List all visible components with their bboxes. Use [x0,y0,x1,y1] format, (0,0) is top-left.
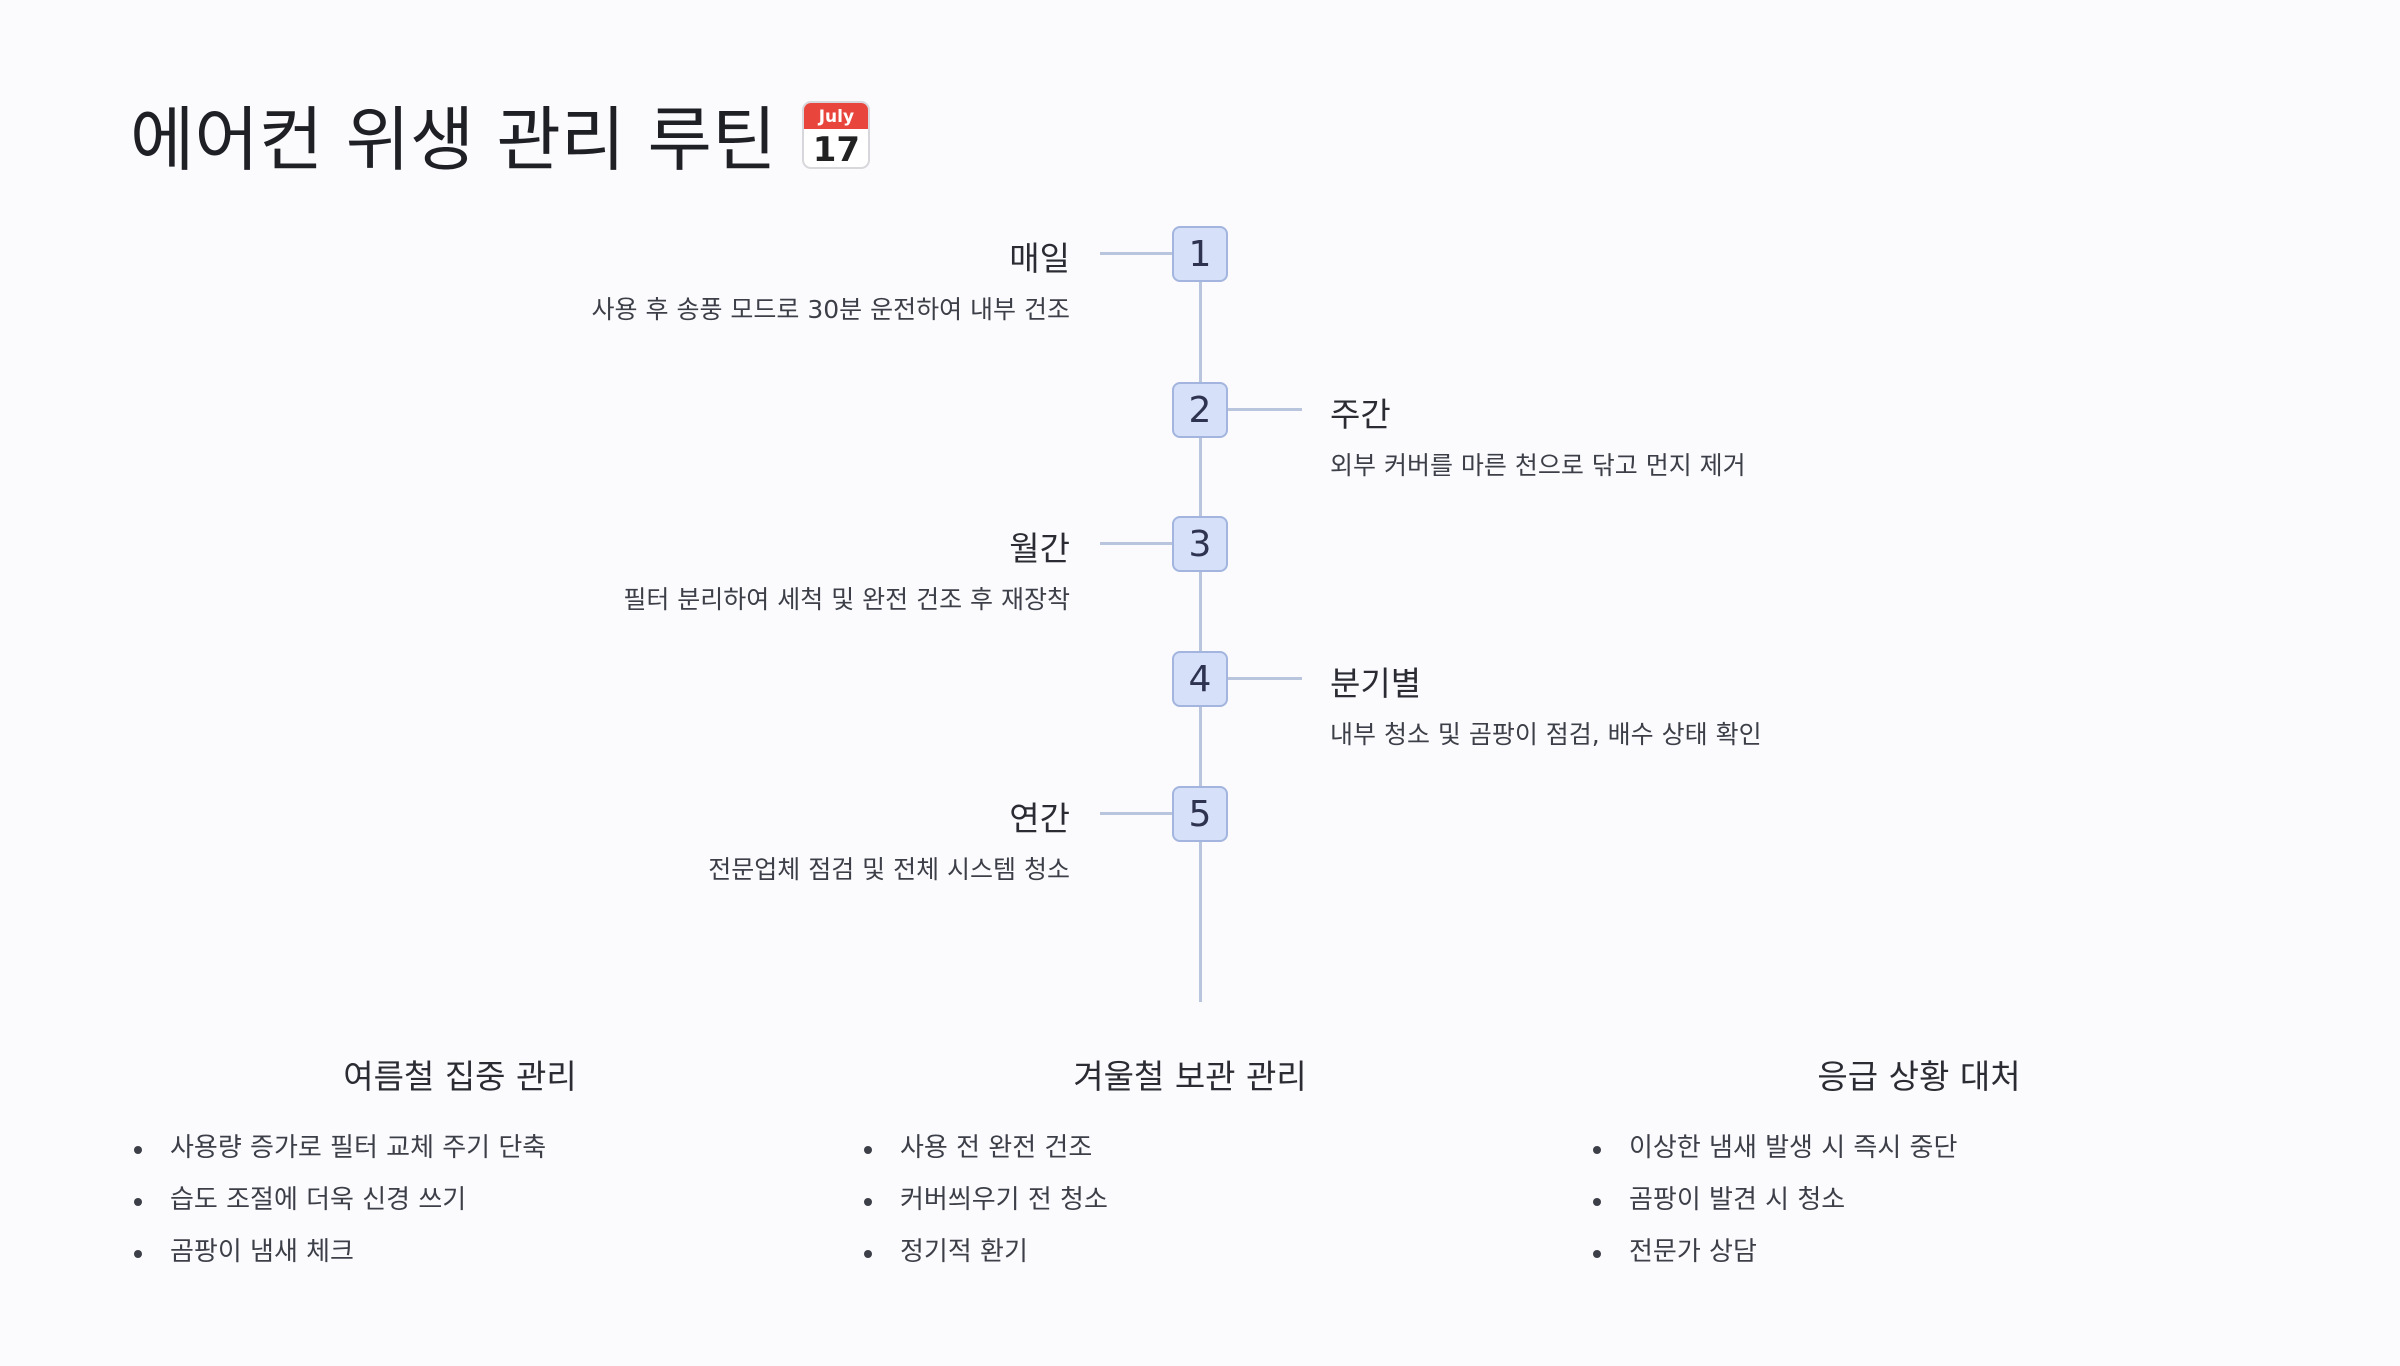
step-description: 필터 분리하여 세척 및 완전 건조 후 재장착 [623,585,1070,614]
step-title: 매일 [1009,239,1070,278]
timeline-node: 2 [1172,382,1228,438]
timeline-connector [1226,677,1302,680]
list-item: 전문가 상담 [1593,1226,2249,1278]
timeline-node: 5 [1172,786,1228,842]
step-title: 분기별 [1330,664,1422,703]
step-title: 주간 [1330,395,1391,434]
section-list: 사용 전 완전 건조 커버씌우기 전 청소 정기적 환기 [860,1122,1520,1278]
section-title: 여름철 집중 관리 [343,1057,577,1096]
timeline-connector [1100,542,1176,545]
step-description: 내부 청소 및 곰팡이 점검, 배수 상태 확인 [1330,720,1762,749]
section-emergency: 응급 상황 대처 이상한 냄새 발생 시 즉시 중단 곰팡이 발견 시 청소 전… [1589,1050,2249,1278]
list-item: 사용 전 완전 건조 [864,1122,1520,1174]
timeline-line [1199,254,1202,1002]
list-item: 커버씌우기 전 청소 [864,1174,1520,1226]
timeline-node: 3 [1172,516,1228,572]
section-summer: 여름철 집중 관리 사용량 증가로 필터 교체 주기 단축 습도 조절에 더욱 … [130,1050,790,1278]
page-title-text: 에어컨 위생 관리 루틴 [130,99,777,181]
timeline-connector [1226,408,1302,411]
step-title: 연간 [1009,799,1070,838]
calendar-day: 17 [812,129,861,169]
section-title: 겨울철 보관 관리 [1073,1057,1307,1096]
step-title: 월간 [1009,529,1070,568]
section-winter: 겨울철 보관 관리 사용 전 완전 건조 커버씌우기 전 청소 정기적 환기 [860,1050,1520,1278]
step-description: 외부 커버를 마른 천으로 닦고 먼지 제거 [1330,451,1746,480]
step-description: 사용 후 송풍 모드로 30분 운전하여 내부 건조 [591,295,1070,324]
step-description: 전문업체 점검 및 전체 시스템 청소 [708,855,1070,884]
timeline-connector [1100,252,1176,255]
section-list: 이상한 냄새 발생 시 즉시 중단 곰팡이 발견 시 청소 전문가 상담 [1589,1122,2249,1278]
page-title: 에어컨 위생 관리 루틴 July 17 [130,84,871,185]
timeline-connector [1100,812,1176,815]
list-item: 습도 조절에 더욱 신경 쓰기 [134,1174,790,1226]
timeline-node: 1 [1172,226,1228,282]
list-item: 곰팡이 냄새 체크 [134,1226,790,1278]
list-item: 사용량 증가로 필터 교체 주기 단축 [134,1122,790,1174]
list-item: 곰팡이 발견 시 청소 [1593,1174,2249,1226]
section-title: 응급 상황 대처 [1817,1057,2021,1096]
calendar-month: July [804,102,869,129]
timeline-node: 4 [1172,651,1228,707]
list-item: 이상한 냄새 발생 시 즉시 중단 [1593,1122,2249,1174]
section-list: 사용량 증가로 필터 교체 주기 단축 습도 조절에 더욱 신경 쓰기 곰팡이 … [130,1122,790,1278]
calendar-icon: July 17 [802,100,871,169]
list-item: 정기적 환기 [864,1226,1520,1278]
